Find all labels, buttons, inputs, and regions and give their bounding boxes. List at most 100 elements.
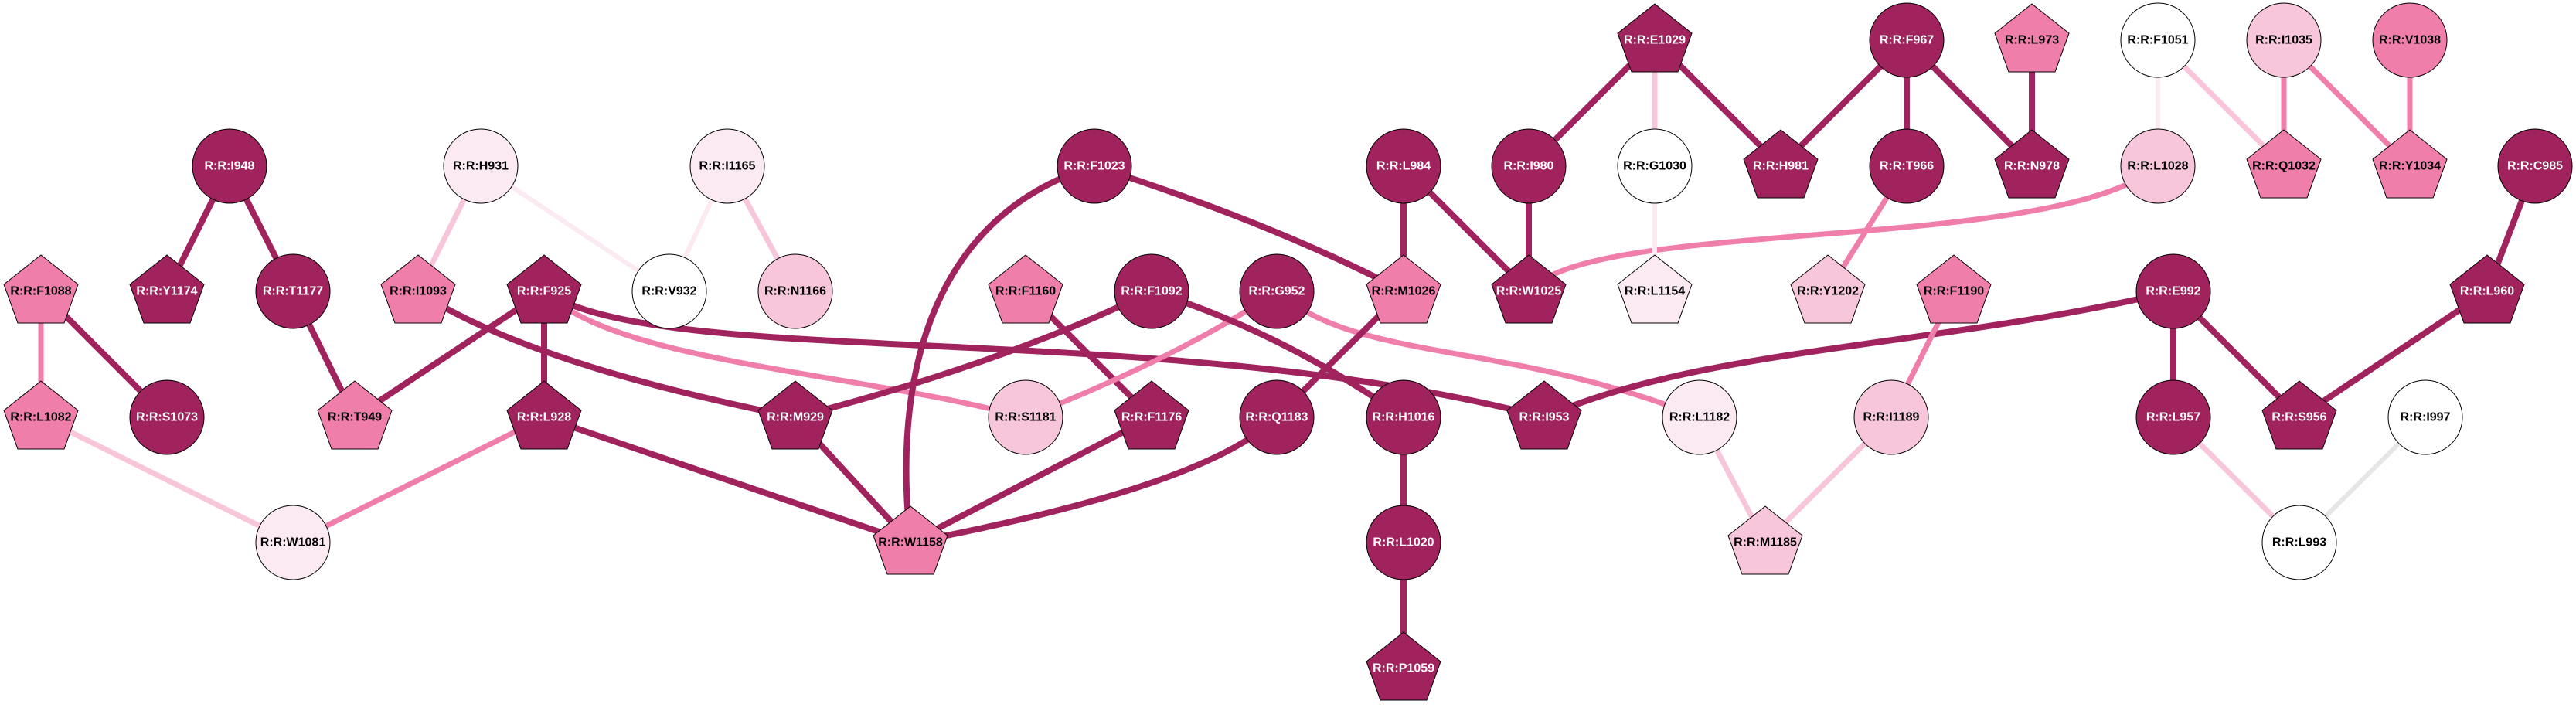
pentagon-node-shape bbox=[3, 254, 79, 324]
node-G1030[interactable]: R:R:G1030 bbox=[1617, 128, 1693, 204]
node-S1073[interactable]: R:R:S1073 bbox=[129, 379, 205, 455]
node-M1185[interactable]: R:R:M1185 bbox=[1727, 505, 1803, 575]
node-label: R:R:I997 bbox=[2401, 411, 2451, 424]
node-label: R:R:W1081 bbox=[260, 536, 326, 549]
edge-M929-F1092 bbox=[794, 288, 1153, 420]
node-C985[interactable]: R:R:C985 bbox=[2497, 128, 2573, 204]
node-Q1032[interactable]: R:R:Q1032 bbox=[2246, 129, 2322, 199]
node-L1028[interactable]: R:R:L1028 bbox=[2120, 128, 2196, 204]
node-label: R:R:Q1183 bbox=[1246, 411, 1308, 424]
node-label: R:R:L1182 bbox=[1669, 411, 1730, 424]
pentagon-node-shape bbox=[1743, 129, 1819, 199]
pentagon-node-shape bbox=[1366, 631, 1441, 701]
node-label: R:R:L1028 bbox=[2127, 160, 2188, 173]
node-F1088[interactable]: R:R:F1088 bbox=[3, 254, 79, 324]
node-L960[interactable]: R:R:L960 bbox=[2449, 254, 2525, 324]
node-L1082[interactable]: R:R:L1082 bbox=[3, 380, 79, 450]
node-label: R:R:T949 bbox=[328, 411, 382, 424]
node-L1154[interactable]: R:R:L1154 bbox=[1617, 254, 1693, 324]
node-label: R:R:F1023 bbox=[1063, 160, 1125, 173]
node-label: R:R:P1059 bbox=[1373, 662, 1434, 675]
node-M1026[interactable]: R:R:M1026 bbox=[1366, 254, 1441, 324]
node-F1176[interactable]: R:R:F1176 bbox=[1114, 380, 1189, 450]
node-label: R:R:V932 bbox=[641, 285, 696, 298]
node-label: R:R:L993 bbox=[2272, 536, 2326, 549]
circle-node-shape bbox=[1366, 379, 1441, 455]
node-L957[interactable]: R:R:L957 bbox=[2135, 379, 2211, 455]
pentagon-node-shape bbox=[988, 254, 1063, 324]
node-T966[interactable]: R:R:T966 bbox=[1869, 128, 1945, 204]
node-V932[interactable]: R:R:V932 bbox=[631, 253, 707, 329]
node-L993[interactable]: R:R:L993 bbox=[2261, 505, 2337, 580]
node-label: R:R:Q1032 bbox=[2252, 160, 2316, 173]
pentagon-node-shape bbox=[380, 254, 456, 324]
node-label: R:R:I980 bbox=[1504, 160, 1554, 173]
node-I980[interactable]: R:R:I980 bbox=[1491, 128, 1567, 204]
node-L1182[interactable]: R:R:L1182 bbox=[1662, 379, 1737, 455]
node-F1092[interactable]: R:R:F1092 bbox=[1114, 253, 1189, 329]
edge-I1093-M929 bbox=[416, 288, 796, 420]
node-P1059[interactable]: R:R:P1059 bbox=[1366, 631, 1441, 701]
node-L928[interactable]: R:R:L928 bbox=[506, 380, 582, 450]
node-F925[interactable]: R:R:F925 bbox=[506, 254, 582, 324]
node-Q1183[interactable]: R:R:Q1183 bbox=[1239, 379, 1315, 455]
pentagon-node-shape bbox=[129, 254, 205, 324]
node-F1023[interactable]: R:R:F1023 bbox=[1057, 128, 1132, 204]
node-G952[interactable]: R:R:G952 bbox=[1239, 253, 1315, 329]
node-label: R:R:N978 bbox=[2004, 160, 2060, 173]
node-label: R:R:Y1174 bbox=[136, 285, 197, 298]
node-label: R:R:M929 bbox=[767, 411, 824, 424]
pentagon-node-shape bbox=[873, 505, 948, 575]
node-M929[interactable]: R:R:M929 bbox=[757, 380, 833, 450]
node-L1020[interactable]: R:R:L1020 bbox=[1366, 505, 1441, 580]
node-I1035[interactable]: R:R:I1035 bbox=[2246, 2, 2322, 78]
node-W1081[interactable]: R:R:W1081 bbox=[255, 505, 331, 580]
node-H931[interactable]: R:R:H931 bbox=[443, 128, 519, 204]
node-F967[interactable]: R:R:F967 bbox=[1869, 2, 1945, 78]
node-label: R:R:F1051 bbox=[2127, 34, 2188, 47]
node-Y1202[interactable]: R:R:Y1202 bbox=[1790, 254, 1866, 324]
pentagon-node-shape bbox=[2449, 254, 2525, 324]
node-I1165[interactable]: R:R:I1165 bbox=[689, 128, 765, 204]
node-S1181[interactable]: R:R:S1181 bbox=[988, 379, 1063, 455]
node-N1166[interactable]: R:R:N1166 bbox=[757, 253, 833, 329]
node-N978[interactable]: R:R:N978 bbox=[1994, 129, 2070, 199]
edge-L928-W1158 bbox=[543, 414, 912, 546]
node-E992[interactable]: R:R:E992 bbox=[2135, 253, 2211, 329]
node-F1190[interactable]: R:R:F1190 bbox=[1916, 254, 1992, 324]
node-Y1034[interactable]: R:R:Y1034 bbox=[2372, 129, 2448, 199]
edge-H931-V932 bbox=[479, 164, 671, 294]
node-L973[interactable]: R:R:L973 bbox=[1994, 3, 2070, 73]
node-I953[interactable]: R:R:I953 bbox=[1506, 380, 1582, 450]
node-I1189[interactable]: R:R:I1189 bbox=[1853, 379, 1929, 455]
pentagon-node-shape bbox=[1727, 505, 1803, 575]
node-S956[interactable]: R:R:S956 bbox=[2261, 380, 2337, 450]
node-L984[interactable]: R:R:L984 bbox=[1366, 128, 1441, 204]
node-H1016[interactable]: R:R:H1016 bbox=[1366, 379, 1441, 455]
edge-I953-E992 bbox=[1543, 288, 2174, 420]
node-label: R:R:T1177 bbox=[263, 285, 323, 298]
edge-F925-S1181 bbox=[542, 289, 1026, 420]
node-W1025[interactable]: R:R:W1025 bbox=[1491, 254, 1567, 324]
node-H981[interactable]: R:R:H981 bbox=[1743, 129, 1819, 199]
circle-node-shape bbox=[1239, 253, 1315, 329]
node-label: R:R:N1166 bbox=[764, 285, 826, 298]
node-Y1174[interactable]: R:R:Y1174 bbox=[129, 254, 205, 324]
node-label: R:R:F1088 bbox=[10, 285, 71, 298]
node-T1177[interactable]: R:R:T1177 bbox=[255, 253, 331, 329]
node-E1029[interactable]: R:R:E1029 bbox=[1617, 3, 1693, 73]
node-label: R:R:F1092 bbox=[1121, 285, 1182, 298]
node-W1158[interactable]: R:R:W1158 bbox=[873, 505, 948, 575]
node-I997[interactable]: R:R:I997 bbox=[2387, 379, 2463, 455]
node-V1038[interactable]: R:R:V1038 bbox=[2372, 2, 2448, 78]
node-F1160[interactable]: R:R:F1160 bbox=[988, 254, 1063, 324]
edge-L1082-W1081 bbox=[39, 414, 294, 546]
node-I1093[interactable]: R:R:I1093 bbox=[380, 254, 456, 324]
edge-F1023-M1026 bbox=[1093, 163, 1405, 294]
node-label: R:R:E992 bbox=[2146, 285, 2200, 298]
node-I948[interactable]: R:R:I948 bbox=[192, 128, 267, 204]
node-T949[interactable]: R:R:T949 bbox=[317, 380, 393, 450]
node-F1051[interactable]: R:R:F1051 bbox=[2120, 2, 2196, 78]
